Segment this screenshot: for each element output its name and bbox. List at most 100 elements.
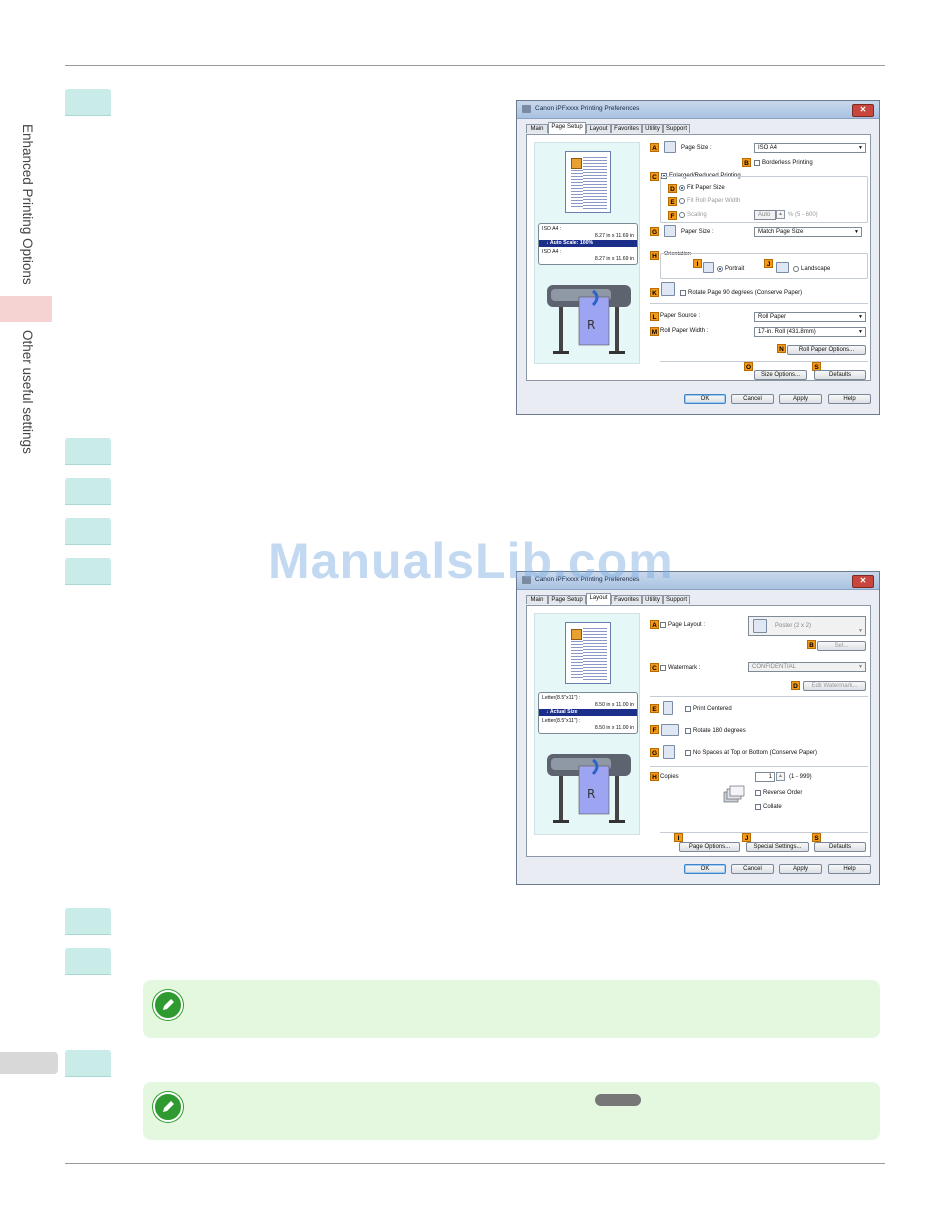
- paper-size-select[interactable]: Match Page Size▼: [754, 227, 862, 237]
- set-button[interactable]: Set...: [817, 641, 866, 651]
- sidebar-tab-other[interactable]: Other useful settings: [0, 322, 52, 472]
- paper-source-select[interactable]: Roll Paper▼: [754, 312, 866, 322]
- page-layout-select[interactable]: Poster (2 x 2)▼: [748, 616, 866, 636]
- tab-layout[interactable]: Layout: [586, 593, 611, 605]
- printer-illustration-icon: R: [547, 754, 631, 823]
- roll-width-select[interactable]: 17-in. Roll (431.8mm)▼: [754, 327, 866, 337]
- scaling-value: Auto: [758, 212, 771, 218]
- apply-button[interactable]: Apply: [779, 394, 822, 404]
- callout-h: H: [650, 772, 659, 781]
- sidebar-label: Enhanced Printing Options: [20, 124, 35, 285]
- rotate-90-label: Rotate Page 90 degrees (Conserve Paper): [688, 290, 803, 296]
- paper-source-value: Roll Paper: [758, 314, 787, 320]
- collate-checkbox[interactable]: [755, 804, 761, 810]
- preview-line: 8.27 in x 11.69 in: [594, 256, 634, 262]
- page-number-tab: [0, 1052, 58, 1074]
- apply-button[interactable]: Apply: [779, 864, 822, 874]
- landscape-radio[interactable]: [793, 266, 799, 272]
- sidebar-label: Other useful settings: [20, 330, 35, 454]
- tab-utility[interactable]: Utility: [642, 124, 663, 133]
- close-button[interactable]: ✕: [852, 575, 874, 588]
- scaling-input[interactable]: Auto: [754, 210, 776, 220]
- tab-favorites[interactable]: Favorites: [611, 124, 642, 133]
- callout-l: L: [650, 312, 659, 321]
- watermark-checkbox[interactable]: [660, 665, 666, 671]
- help-button[interactable]: Help: [828, 864, 871, 874]
- scaling-radio[interactable]: [679, 212, 685, 218]
- tab-favorites[interactable]: Favorites: [611, 595, 642, 604]
- tab-main[interactable]: Main: [526, 595, 548, 604]
- paper-size-icon: [664, 225, 676, 237]
- paper-size-label: Paper Size :: [681, 229, 714, 235]
- fit-paper-radio[interactable]: [679, 185, 685, 191]
- roll-paper-options-button[interactable]: Roll Paper Options...: [787, 345, 866, 355]
- note-box: [143, 980, 880, 1038]
- rotate-180-checkbox[interactable]: [685, 728, 691, 734]
- special-settings-button[interactable]: Special Settings...: [746, 842, 809, 852]
- scaling-spinner[interactable]: ▲: [776, 210, 785, 219]
- scale-highlight-text: Actual Size: [549, 709, 578, 715]
- page-layout-checkbox[interactable]: [660, 622, 666, 628]
- print-centered-label: Print Centered: [693, 706, 732, 712]
- footer-rule: [65, 1163, 885, 1164]
- step-marker: [65, 558, 111, 585]
- rotate-90-checkbox[interactable]: [680, 290, 686, 296]
- edit-watermark-button[interactable]: Edit Watermark...: [803, 681, 866, 691]
- page-layout-value: Poster (2 x 2): [775, 623, 812, 629]
- portrait-label: Portrait: [725, 266, 745, 272]
- scale-highlight-text: Auto Scale: 100%: [549, 240, 594, 246]
- print-centered-checkbox[interactable]: [685, 706, 691, 712]
- close-button[interactable]: ✕: [852, 104, 874, 117]
- cancel-button[interactable]: Cancel: [731, 864, 774, 874]
- callout-o: O: [744, 362, 753, 371]
- tab-page-setup[interactable]: Page Setup: [548, 122, 586, 134]
- note-box: [143, 1082, 880, 1140]
- callout-j: J: [764, 259, 773, 268]
- callout-d: D: [668, 184, 677, 193]
- tab-page-setup[interactable]: Page Setup: [548, 595, 586, 604]
- preview-line: ISO A4 :: [542, 226, 562, 232]
- key-pill-icon: [595, 1094, 641, 1106]
- tab-support[interactable]: Support: [663, 124, 690, 133]
- layout-dialog: Canon iPFxxxx Printing Preferences ✕ Mai…: [516, 571, 880, 885]
- portrait-radio[interactable]: [717, 266, 723, 272]
- fit-roll-radio[interactable]: [679, 198, 685, 204]
- tab-utility[interactable]: Utility: [642, 595, 663, 604]
- page-size-value: ISO A4: [758, 145, 778, 151]
- callout-f: F: [668, 211, 677, 220]
- page-size-select[interactable]: ISO A4▼: [754, 143, 866, 153]
- borderless-label: Borderless Printing: [762, 160, 813, 166]
- dialog-title: Canon iPFxxxx Printing Preferences: [535, 576, 640, 583]
- sidebar-active-marker: [0, 296, 52, 322]
- watermark-select[interactable]: CONFIDENTIAL▼: [748, 662, 866, 672]
- help-button[interactable]: Help: [828, 394, 871, 404]
- page-setup-dialog: Canon iPFxxxx Printing Preferences ✕ Mai…: [516, 100, 880, 415]
- copies-input[interactable]: 1: [755, 772, 775, 782]
- scale-info-box: Letter(8.5"x11") : 8.50 in x 11.00 in ↓ …: [538, 692, 638, 734]
- reverse-order-checkbox[interactable]: [755, 790, 761, 796]
- no-spaces-checkbox[interactable]: [685, 750, 691, 756]
- tab-support[interactable]: Support: [663, 595, 690, 604]
- borderless-checkbox[interactable]: [754, 160, 760, 166]
- tab-main[interactable]: Main: [526, 124, 548, 133]
- callout-g: G: [650, 748, 659, 757]
- collate-label: Collate: [763, 804, 782, 810]
- no-spaces-icon: [663, 745, 675, 759]
- size-options-button[interactable]: Size Options...: [754, 370, 807, 380]
- callout-a: A: [650, 143, 659, 152]
- ok-button[interactable]: OK: [684, 864, 726, 874]
- watermark-value: CONFIDENTIAL: [752, 664, 797, 670]
- step-marker: [65, 948, 111, 975]
- page-options-button[interactable]: Page Options...: [679, 842, 740, 852]
- tab-layout[interactable]: Layout: [586, 124, 611, 133]
- ok-button[interactable]: OK: [684, 394, 726, 404]
- watermark-label: Watermark :: [668, 665, 701, 671]
- copies-spinner[interactable]: ▲: [776, 772, 785, 781]
- step-marker: [65, 478, 111, 505]
- divider: [660, 832, 868, 833]
- paper-source-label: Paper Source :: [660, 313, 701, 319]
- defaults-button[interactable]: Defaults: [814, 842, 866, 852]
- sidebar-tab-enhanced[interactable]: Enhanced Printing Options: [0, 110, 52, 296]
- defaults-button[interactable]: Defaults: [814, 370, 866, 380]
- cancel-button[interactable]: Cancel: [731, 394, 774, 404]
